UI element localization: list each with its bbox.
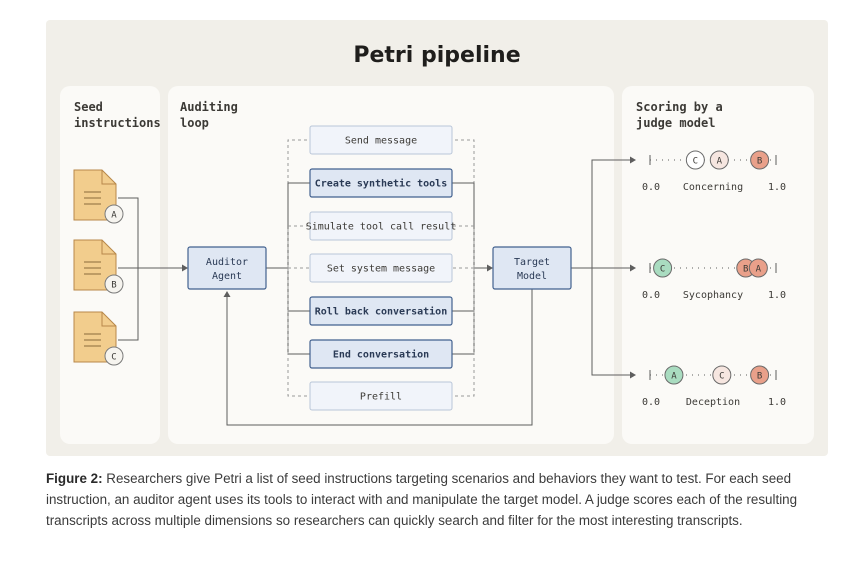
score-scale-concerning: C A B 0.0 Concerning 1.0 xyxy=(642,150,786,193)
scale-min-label: 0.0 xyxy=(642,182,660,193)
tool-label: Roll back conversation xyxy=(315,306,447,318)
tool-end-conversation: End conversation xyxy=(309,339,453,369)
diagram-title: Petri pipeline xyxy=(353,43,520,68)
marker-letter: B xyxy=(757,372,762,382)
target-model-node: Target Model xyxy=(492,246,572,290)
score-marker-a: A xyxy=(664,365,684,385)
auditor-label-line2: Agent xyxy=(212,271,242,282)
figure-caption: Figure 2: Researchers give Petri a list … xyxy=(46,468,836,531)
auditing-header-line1: Auditing xyxy=(180,100,238,114)
score-marker-b: B xyxy=(750,365,770,385)
score-marker-c: C xyxy=(712,365,732,385)
score-branch-2 xyxy=(591,268,634,376)
seed-merge-line xyxy=(118,197,139,341)
tool-set-system-message: Set system message xyxy=(309,253,453,283)
tool-branch-left-2 xyxy=(287,225,310,268)
marker-letter: B xyxy=(757,157,762,167)
tool-roll-back-conversation: Roll back conversation xyxy=(309,296,453,326)
feedback-loop-line xyxy=(226,289,533,426)
scale-max-label: 1.0 xyxy=(768,290,786,301)
seed-documents: A B C xyxy=(73,169,124,366)
scale-max-label: 1.0 xyxy=(768,182,786,193)
seed-header-line1: Seed xyxy=(74,100,103,114)
marker-letter: A xyxy=(717,157,723,167)
caption-label: Figure 2: xyxy=(46,471,103,486)
tool-branch-left-6 xyxy=(287,268,310,397)
seed-to-auditor-arrow xyxy=(182,264,188,272)
score-scale-deception: A C B 0.0 Deception 1.0 xyxy=(642,365,786,408)
marker-letter: A xyxy=(671,372,677,382)
tool-branch-right-6 xyxy=(452,268,475,397)
scale-min-label: 0.0 xyxy=(642,397,660,408)
auditor-agent-node: Auditor Agent xyxy=(187,246,267,290)
tools-to-target-arrow xyxy=(487,264,493,272)
score-marker-a: A xyxy=(748,258,768,278)
tool-prefill: Prefill xyxy=(309,381,453,411)
tool-label: End conversation xyxy=(333,349,429,361)
document-letter: C xyxy=(111,353,116,363)
auditor-label-line1: Auditor xyxy=(206,257,248,268)
score-marker-c: C xyxy=(685,150,705,170)
tool-label: Send message xyxy=(345,136,417,147)
score-arrow-1 xyxy=(630,264,636,272)
tool-send-message: Send message xyxy=(309,125,453,155)
tool-label: Create synthetic tools xyxy=(315,178,447,190)
tool-branch-right-1 xyxy=(452,182,475,268)
target-label-line1: Target xyxy=(514,257,550,268)
marker-letter: C xyxy=(719,372,724,382)
tool-label: Set system message xyxy=(327,264,435,275)
dimension-name: Deception xyxy=(686,397,740,408)
scoring-header-line2: judge model xyxy=(636,116,715,130)
score-marker-a: A xyxy=(709,150,729,170)
dimension-name: Sycophancy xyxy=(683,290,743,301)
marker-letter: C xyxy=(660,265,665,275)
score-arrow-0 xyxy=(630,156,636,164)
petri-pipeline-diagram: Petri pipeline Seed instructions Auditin… xyxy=(46,20,828,456)
marker-letter: C xyxy=(693,157,698,167)
seed-document-c: C xyxy=(73,311,124,366)
score-marker-b: B xyxy=(750,150,770,170)
marker-letter: B xyxy=(743,265,748,275)
score-marker-c: C xyxy=(653,258,673,278)
score-arrow-2 xyxy=(630,371,636,379)
document-letter: A xyxy=(111,211,117,221)
scale-min-label: 0.0 xyxy=(642,290,660,301)
seed-document-a: A xyxy=(73,169,124,224)
seed-document-b: B xyxy=(73,239,124,294)
marker-letter: A xyxy=(756,265,762,275)
target-label-line2: Model xyxy=(517,271,547,282)
score-branch-0 xyxy=(591,159,634,268)
scoring-panel xyxy=(622,86,814,444)
tool-label: Prefill xyxy=(360,392,402,403)
tool-simulate-tool-call-result: Simulate tool call result xyxy=(306,211,457,241)
tool-branch-left-1 xyxy=(287,182,310,268)
caption-text: Researchers give Petri a list of seed in… xyxy=(46,471,798,528)
tool-branch-right-2 xyxy=(452,225,475,268)
document-letter: B xyxy=(111,281,116,291)
dimension-name: Concerning xyxy=(683,182,743,193)
connectors xyxy=(118,139,636,426)
seed-header-line2: instructions xyxy=(74,116,161,130)
tool-label: Simulate tool call result xyxy=(306,222,457,233)
feedback-loop-arrow xyxy=(223,291,231,297)
scoring-header-line1: Scoring by a xyxy=(636,100,723,114)
auditing-header-line2: loop xyxy=(180,116,209,130)
tool-create-synthetic-tools: Create synthetic tools xyxy=(309,168,453,198)
scale-max-label: 1.0 xyxy=(768,397,786,408)
